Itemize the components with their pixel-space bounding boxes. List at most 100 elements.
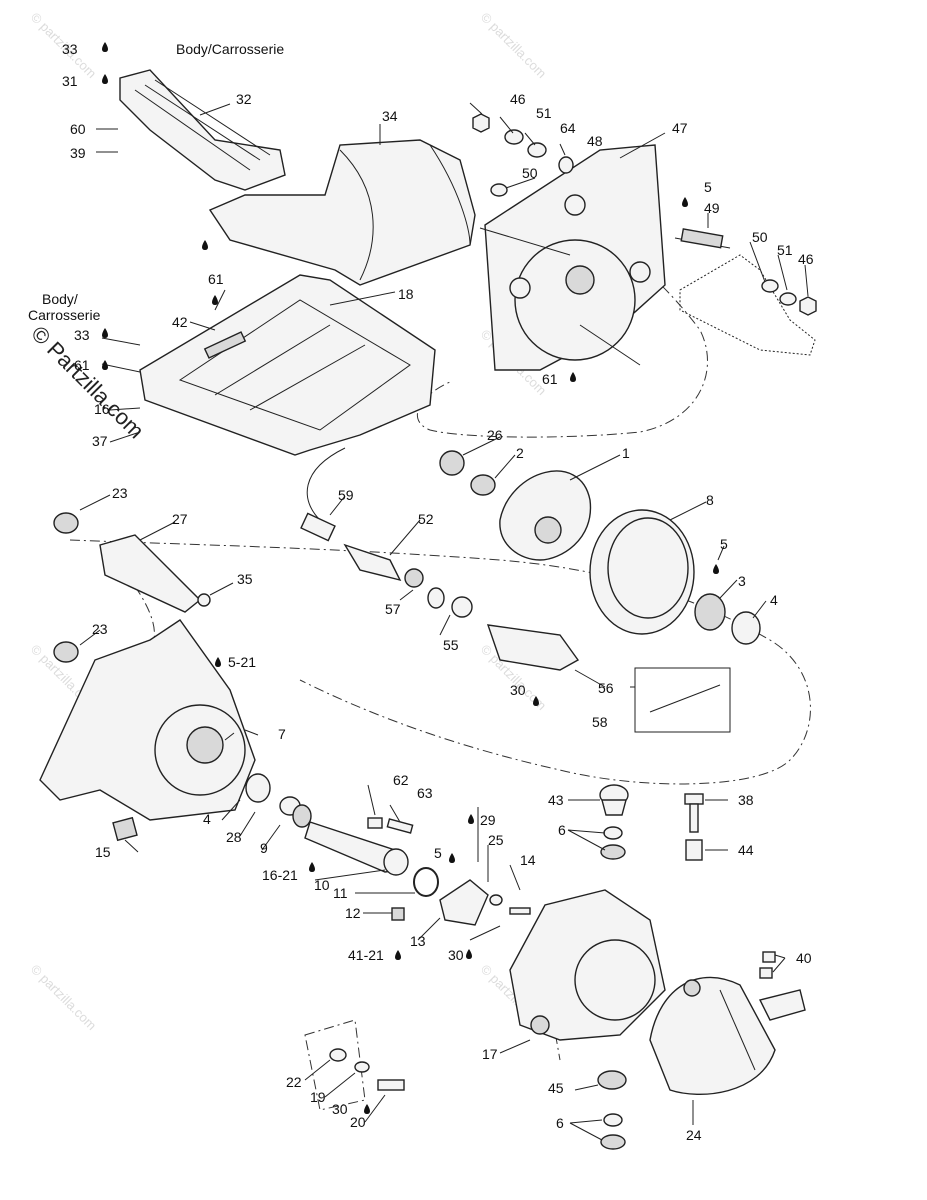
- callout: 2: [516, 445, 524, 461]
- oil-drop-icon: [449, 853, 455, 863]
- callout: 61: [542, 371, 558, 387]
- oil-drop-icon: [713, 564, 719, 574]
- leader-lines: [79, 102, 809, 1141]
- body-label: Body/: [42, 291, 78, 307]
- part-1-impeller: [499, 470, 592, 561]
- part-47-housing: [479, 144, 666, 371]
- part-3-4-bearings: [694, 593, 761, 645]
- callout: 15: [95, 844, 111, 860]
- oil-drop-icons: [102, 42, 719, 1114]
- callout: 20: [350, 1114, 366, 1130]
- callout: 61: [208, 271, 224, 287]
- callout-labels: Body/Carrosserie Body/ Carrosserie 33 31…: [28, 41, 814, 1143]
- callout: 23: [112, 485, 128, 501]
- callout: 63: [417, 785, 433, 801]
- oil-drop-icon: [212, 295, 218, 305]
- callout: 56: [598, 680, 614, 696]
- callout: 30: [448, 947, 464, 963]
- callout: 33: [62, 41, 78, 57]
- callout: 11: [333, 885, 348, 901]
- oil-drop-icon: [364, 1104, 370, 1114]
- callout: 41-21: [348, 947, 384, 963]
- part-49-stud-bracket: [674, 228, 816, 356]
- callout: 13: [410, 933, 426, 949]
- watermark-text: © partzilla.com: [478, 10, 550, 82]
- callout: 32: [236, 91, 252, 107]
- callout: 60: [70, 121, 86, 137]
- callout: 17: [482, 1046, 498, 1062]
- callout: 3: [738, 573, 746, 589]
- callout: 39: [70, 145, 86, 161]
- part-17-venturi: [509, 889, 666, 1041]
- callout: 26: [487, 427, 503, 443]
- callout: 5: [434, 845, 442, 861]
- callout: 35: [237, 571, 253, 587]
- part-62-63-screws: [367, 817, 414, 834]
- callout: 64: [560, 120, 576, 136]
- callout: 6: [558, 822, 566, 838]
- callout: 1: [622, 445, 630, 461]
- oil-drop-icon: [533, 696, 539, 706]
- callout: 44: [738, 842, 754, 858]
- callout: 46: [510, 91, 526, 107]
- part-34-cover: [208, 139, 476, 286]
- callout: 47: [672, 120, 688, 136]
- callout: 28: [226, 829, 242, 845]
- callout: 40: [796, 950, 812, 966]
- oil-drop-icon: [682, 197, 688, 207]
- oil-drop-icon: [202, 240, 208, 250]
- callout: 59: [338, 487, 354, 503]
- callout: 6: [556, 1115, 564, 1131]
- part-26-2-bushings: [439, 450, 496, 496]
- callout: 8: [706, 492, 714, 508]
- callout: 22: [286, 1074, 302, 1090]
- callout: 18: [398, 286, 414, 302]
- oil-drop-icon: [102, 360, 108, 370]
- callout: 42: [172, 314, 188, 330]
- callout: 27: [172, 511, 188, 527]
- part-59-connector: [300, 447, 346, 542]
- part-38-44-bolt-spacer: [684, 793, 704, 861]
- callout: 24: [686, 1127, 702, 1143]
- callout: 25: [488, 832, 504, 848]
- oil-drop-icon: [102, 42, 108, 52]
- callout: 29: [480, 812, 496, 828]
- watermark-text: © partzilla.com: [28, 962, 100, 1034]
- oil-drop-icon: [570, 372, 576, 382]
- callout: 10: [314, 877, 330, 893]
- part-7-pump-housing: [39, 619, 256, 842]
- callout: 31: [62, 73, 78, 89]
- callout: 55: [443, 637, 459, 653]
- callout: 50: [522, 165, 538, 181]
- callout: 45: [548, 1080, 564, 1096]
- callout: 5: [704, 179, 712, 195]
- callout: 52: [418, 511, 434, 527]
- callout: 12: [345, 905, 361, 921]
- callout: 16-21: [262, 867, 298, 883]
- callout: 9: [260, 840, 268, 856]
- callout: 30: [332, 1101, 348, 1117]
- part-56-bracket: [486, 624, 731, 733]
- callout: 19: [310, 1089, 326, 1105]
- callout: 58: [592, 714, 608, 730]
- oil-drop-icon: [466, 949, 472, 959]
- callout: 51: [536, 105, 552, 121]
- part-11-13-cap: [391, 867, 489, 926]
- part-18-plate: [139, 274, 436, 456]
- callout: 5-21: [228, 654, 256, 670]
- callout: 57: [385, 601, 401, 617]
- oil-drop-icon: [468, 814, 474, 824]
- oil-drop-icon: [102, 74, 108, 84]
- callout: 14: [520, 852, 536, 868]
- body-label: Body/Carrosserie: [176, 41, 284, 57]
- callout: 33: [74, 327, 90, 343]
- part-22-19-20-hardware: [329, 1048, 405, 1091]
- part-32-bracket: [119, 69, 286, 191]
- callout: 50: [752, 229, 768, 245]
- callout: 38: [738, 792, 754, 808]
- callout: 16: [94, 401, 110, 417]
- callout: 5: [720, 536, 728, 552]
- callout: 34: [382, 108, 398, 124]
